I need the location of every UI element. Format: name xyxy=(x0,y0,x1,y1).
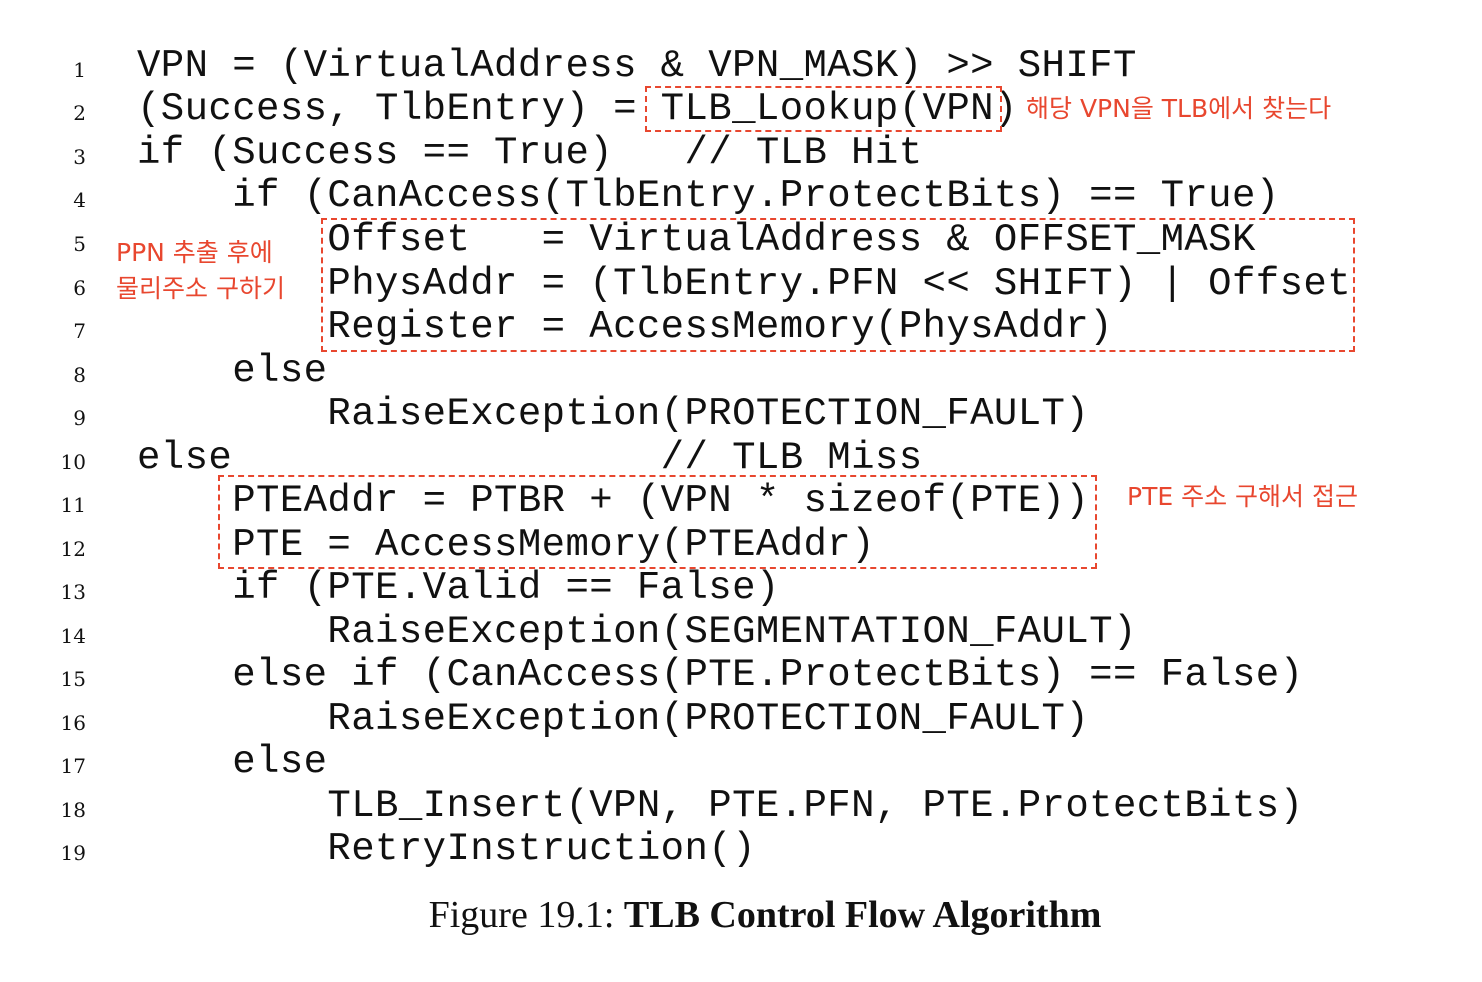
code-line: else xyxy=(137,349,328,393)
line-number: 14 xyxy=(60,624,86,648)
line-number: 12 xyxy=(60,537,86,561)
ppn-annotation-line2: 물리주소 구하기 xyxy=(116,274,285,303)
line-number: 11 xyxy=(60,493,86,517)
code-line: (Success, TlbEntry) = TLB_Lookup(VPN) xyxy=(137,87,1018,131)
line-number: 7 xyxy=(73,319,86,343)
code-line: if (CanAccess(TlbEntry.ProtectBits) == T… xyxy=(137,174,1280,218)
code-line: else xyxy=(137,740,328,784)
physical-address-highlight-box xyxy=(321,218,1355,352)
line-number: 1 xyxy=(73,58,86,82)
code-line: else // TLB Miss xyxy=(137,436,923,480)
line-number: 18 xyxy=(60,798,86,822)
code-line: PhysAddr = (TlbEntry.PFN << SHIFT) | Off… xyxy=(137,262,1351,306)
code-line: RetryInstruction() xyxy=(137,827,756,871)
line-number: 16 xyxy=(60,711,86,735)
pte-annotation: PTE 주소 구해서 접근 xyxy=(1127,482,1358,511)
code-line: RaiseException(PROTECTION_FAULT) xyxy=(137,392,1090,436)
line-number: 4 xyxy=(73,188,86,212)
tlb-lookup-annotation: 해당 VPN을 TLB에서 찾는다 xyxy=(1026,94,1332,123)
code-line: Offset = VirtualAddress & OFFSET_MASK xyxy=(137,218,1256,262)
caption-prefix: Figure 19.1: xyxy=(428,894,624,936)
code-line: Register = AccessMemory(PhysAddr) xyxy=(137,305,1113,349)
code-line: VPN = (VirtualAddress & VPN_MASK) >> SHI… xyxy=(137,44,1137,88)
line-number: 3 xyxy=(73,145,86,169)
line-number: 5 xyxy=(73,232,86,256)
line-number: 9 xyxy=(73,406,86,430)
code-line: if (PTE.Valid == False) xyxy=(137,566,780,610)
line-number: 17 xyxy=(60,754,86,778)
figure-caption: Figure 19.1: TLB Control Flow Algorithm xyxy=(0,893,1482,937)
pte-access-highlight-box xyxy=(218,475,1097,569)
code-line: RaiseException(PROTECTION_FAULT) xyxy=(137,697,1090,741)
code-line: PTEAddr = PTBR + (VPN * sizeof(PTE)) xyxy=(137,479,1090,523)
line-number: 8 xyxy=(73,363,86,387)
line-number: 10 xyxy=(60,450,86,474)
line-number: 19 xyxy=(60,841,86,865)
line-number: 13 xyxy=(60,580,86,604)
tlb-lookup-highlight-box xyxy=(645,86,1002,132)
code-line: RaiseException(SEGMENTATION_FAULT) xyxy=(137,610,1137,654)
caption-title: TLB Control Flow Algorithm xyxy=(623,894,1102,936)
code-line: if (Success == True) // TLB Hit xyxy=(137,131,923,175)
code-line: PTE = AccessMemory(PTEAddr) xyxy=(137,523,875,567)
code-line: TLB_Insert(VPN, PTE.PFN, PTE.ProtectBits… xyxy=(137,784,1304,828)
ppn-annotation-line1: PPN 추출 후에 xyxy=(116,238,273,267)
line-number: 6 xyxy=(73,276,86,300)
line-number: 2 xyxy=(73,101,86,125)
code-line: else if (CanAccess(PTE.ProtectBits) == F… xyxy=(137,653,1304,697)
line-number: 15 xyxy=(60,667,86,691)
